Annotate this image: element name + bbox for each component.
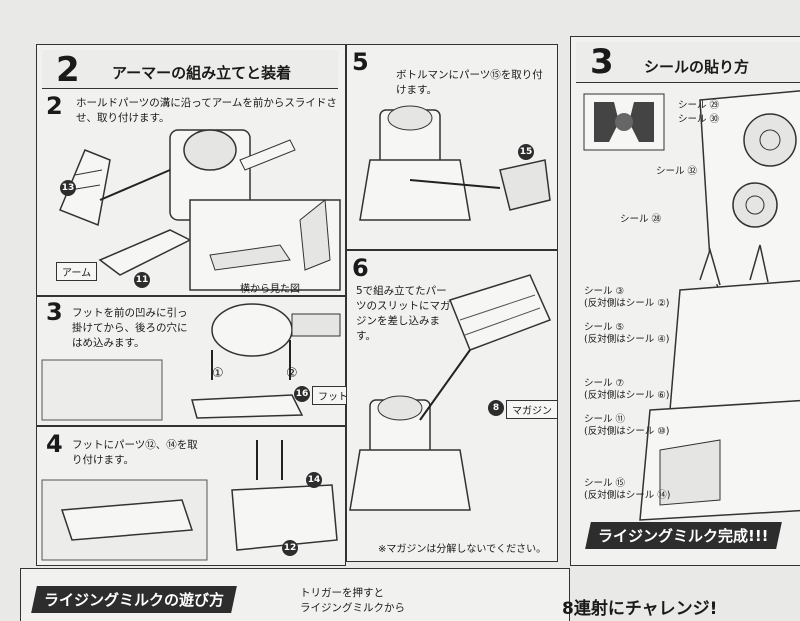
step2-title-bar (42, 50, 338, 89)
seal-title-bar (576, 42, 800, 83)
step5-number: 5 (352, 48, 369, 76)
part-11-badge: 11 (134, 272, 150, 288)
seal-label-5: シール ⑤ (反対側はシール ④) (584, 322, 670, 345)
part-16-badge: 16 (294, 386, 310, 402)
step6-illustration (349, 274, 552, 511)
seal-label-28: シール ㉘ (620, 214, 662, 225)
part-8-badge: 8 (488, 400, 504, 416)
step2-illustration (59, 129, 341, 291)
seal-label-11: シール ⑪ (反対側はシール ⑩) (584, 414, 670, 437)
completion-banner: ライジングミルク完成!!! (585, 522, 782, 549)
challenge-heading: 8連射にチャレンジ! (562, 599, 718, 619)
step3-illustration (41, 303, 341, 421)
seal-label-7: シール ⑦ (反対側はシール ⑥) (584, 378, 670, 401)
part-13-badge: 13 (60, 180, 76, 196)
step4-illustration (41, 440, 338, 561)
seal-label-32: シール ㉜ (656, 166, 698, 177)
step2-sub-number: 2 (46, 92, 63, 120)
play-title-banner: ライジングミルクの遊び方 (31, 586, 237, 613)
seal-label-3: シール ③ (反対側はシール ②) (584, 286, 670, 309)
completion-banner-text: ライジングミルク完成!!! (598, 527, 769, 545)
part-12-badge: 12 (282, 540, 298, 556)
step2-instruction: ホールドパーツの溝に沿ってアームを前からスライドさせ、取り付けます。 (76, 97, 337, 124)
step6-instruction: 5で組み立てたパーツのスリットにマガジンを差し込みます。 (356, 285, 451, 342)
step4-number: 4 (46, 430, 63, 458)
step2-title: アーマーの組み立てと装着 (112, 64, 292, 82)
arm-label: アーム (56, 262, 98, 281)
seal-section-number: 3 (590, 42, 614, 82)
seal-label-15: シール ⑮ (反対側はシール ⑭) (584, 478, 671, 501)
magazine-label: マガジン (506, 400, 558, 419)
mark-2: ② (286, 366, 298, 381)
seal-sheet-thumbnail (583, 93, 665, 151)
side-view-caption: 横から見た図 (240, 284, 300, 295)
trigger-text: トリガーを押すと ライジングミルクから (300, 587, 405, 614)
play-title: ライジングミルクの遊び方 (44, 591, 225, 609)
seal-label-30: シール ㉚ (678, 114, 720, 125)
seal-label-29: シール ㉙ (678, 100, 720, 111)
part-15-badge: 15 (518, 144, 534, 160)
step2-number: 2 (56, 50, 80, 90)
mark-1: ① (212, 366, 224, 381)
part-14-badge: 14 (306, 472, 322, 488)
step3-number: 3 (46, 298, 63, 326)
step4-instruction: フットにパーツ⑫、⑭を取り付けます。 (72, 439, 198, 466)
robot-illustration (639, 90, 800, 521)
step5-instruction: ボトルマンにパーツ⑮を取り付けます。 (396, 69, 543, 96)
seal-section-title: シールの貼り方 (644, 58, 750, 76)
step6-number: 6 (352, 254, 369, 282)
step5-illustration (359, 105, 551, 221)
step6-note: ※マガジンは分解しないでください。 (378, 544, 547, 555)
step3-instruction: フットを前の凹みに引っ掛けてから、後ろの穴にはめ込みます。 (72, 307, 188, 349)
